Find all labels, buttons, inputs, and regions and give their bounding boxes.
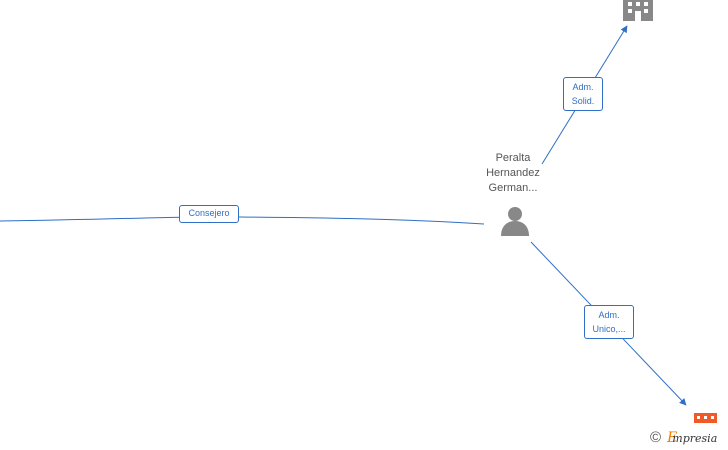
edge-label-text: Adm.	[598, 310, 620, 320]
person-name-line: Hernandez	[486, 167, 540, 179]
brand-initial: E	[667, 430, 678, 446]
person-name-line: Peralta	[495, 152, 531, 164]
person-name-line: German...	[488, 182, 538, 194]
edge-label-consejero[interactable]: Consejero	[179, 205, 239, 223]
building-icon[interactable]	[623, 0, 653, 21]
edge-label-adm-unico[interactable]: Adm. Unico,...	[584, 305, 634, 339]
empresia-watermark: © Empresia	[650, 429, 717, 447]
edge-label-text: Unico,...	[592, 324, 626, 334]
edge-label-text: Adm.	[572, 82, 594, 92]
edge-consejero-line	[0, 216, 485, 225]
edge-label-text: Solid.	[571, 96, 595, 106]
copyright-symbol: ©	[650, 429, 662, 446]
person-name-label[interactable]: Peralta Hernandez German...	[474, 151, 552, 196]
person-icon[interactable]	[501, 207, 529, 236]
brand-rest: mpresia	[672, 432, 718, 445]
edge-label-adm-solid[interactable]: Adm. Solid.	[563, 77, 603, 111]
edge-label-text: Consejero	[188, 208, 230, 218]
empresia-logo: Empresia	[667, 429, 717, 447]
building-icon[interactable]	[694, 413, 717, 423]
